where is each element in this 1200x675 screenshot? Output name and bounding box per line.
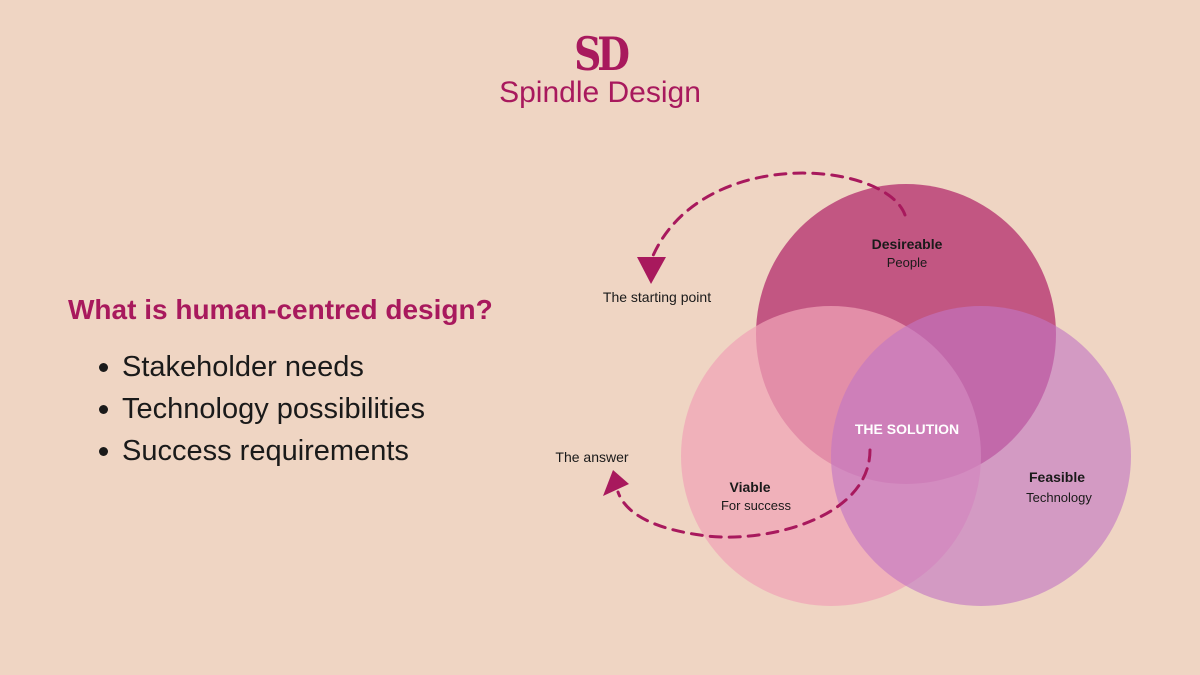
feasible-title: Feasible [1029, 469, 1085, 485]
logo: SD Spindle Design [0, 30, 1200, 110]
starting-point-label: The starting point [603, 289, 711, 305]
feasible-subtitle: Technology [1026, 490, 1092, 505]
logo-mark: SD [574, 27, 630, 81]
desireable-subtitle: People [887, 255, 927, 270]
circle-feasible [831, 306, 1131, 606]
solution-label: THE SOLUTION [855, 421, 959, 437]
bullet-item: Stakeholder needs [96, 346, 425, 388]
answer-arrow [616, 448, 872, 539]
viable-title: Viable [730, 479, 771, 495]
logo-name: Spindle Design [499, 76, 701, 109]
page-heading: What is human-centred design? [68, 294, 493, 325]
starting-point-arrowhead [637, 257, 666, 284]
desireable-title: Desireable [872, 236, 943, 252]
answer-arrowhead [603, 470, 629, 496]
bullet-list: Stakeholder needs Technology possibiliti… [96, 346, 425, 472]
starting-point-arrow [650, 171, 907, 260]
answer-label: The answer [555, 449, 628, 465]
viable-subtitle: For success [721, 498, 792, 513]
bullet-item: Success requirements [96, 430, 425, 472]
bullet-item: Technology possibilities [96, 388, 425, 430]
